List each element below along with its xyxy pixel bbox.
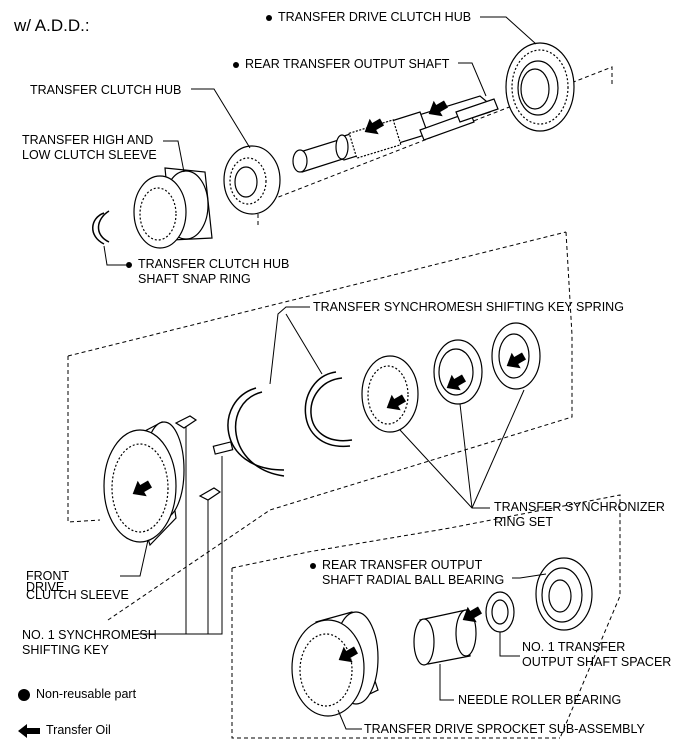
label-clutch-hub-snap-ring: TRANSFER CLUTCH HUB SHAFT SNAP RING bbox=[126, 257, 289, 287]
label-synchronizer-ring-set: TRANSFER SYNCHRONIZER RING SET bbox=[494, 500, 665, 529]
clutch-hub-snap-ring-part bbox=[92, 210, 110, 245]
label-transfer-drive-clutch-hub: TRANSFER DRIVE CLUTCH HUB bbox=[266, 10, 471, 25]
rear-transfer-output-shaft-part bbox=[292, 95, 499, 173]
label-front-drive: FRONT DRIVE bbox=[26, 569, 70, 594]
label-shifting-key-spring: TRANSFER SYNCHROMESH SHIFTING KEY SPRING bbox=[313, 300, 624, 314]
transfer-drive-clutch-hub-part bbox=[505, 42, 575, 132]
output-shaft-spacer-part bbox=[485, 591, 515, 633]
radial-ball-bearing-part bbox=[535, 557, 593, 631]
non-reusable-dot-icon bbox=[233, 61, 239, 68]
non-reusable-dot-icon bbox=[126, 261, 132, 268]
label-radial-ball-bearing: REAR TRANSFER OUTPUT SHAFT RADIAL BALL B… bbox=[310, 558, 504, 588]
shifting-key-spring-parts bbox=[227, 371, 353, 477]
leader-lines bbox=[103, 16, 547, 730]
label-needle-roller-bearing: NEEDLE ROLLER BEARING bbox=[458, 693, 622, 707]
needle-roller-bearing-part bbox=[413, 609, 477, 666]
synchronizer-ring-parts bbox=[361, 322, 541, 433]
label-clutch-sleeve: CLUTCH SLEEVE bbox=[26, 588, 129, 602]
label-output-shaft-spacer: NO. 1 TRANSFER OUTPUT SHAFT SPACER bbox=[522, 640, 672, 669]
label-drive-sprocket: TRANSFER DRIVE SPROCKET SUB-ASSEMBLY bbox=[364, 722, 645, 736]
non-reusable-dot-icon bbox=[310, 562, 316, 569]
label-transfer-clutch-hub: TRANSFER CLUTCH HUB bbox=[30, 83, 182, 97]
label-rear-transfer-output-shaft: REAR TRANSFER OUTPUT SHAFT bbox=[233, 57, 449, 72]
high-low-clutch-sleeve-part bbox=[133, 167, 213, 249]
diagram-header: w/ A.D.D.: bbox=[14, 16, 90, 35]
drive-sprocket-part bbox=[291, 611, 379, 717]
transfer-oil-arrow-icon bbox=[18, 723, 40, 738]
label-high-low-clutch-sleeve: TRANSFER HIGH AND LOW CLUTCH SLEEVE bbox=[22, 133, 157, 162]
legend-transfer-oil: Transfer Oil bbox=[18, 723, 111, 738]
label-shifting-key: NO. 1 SYNCHROMESH SHIFTING KEY bbox=[22, 628, 157, 657]
dashed-guide-lines bbox=[67, 66, 621, 739]
non-reusable-legend-icon bbox=[18, 688, 30, 701]
legend-non-reusable: Non-reusable part bbox=[18, 687, 136, 702]
non-reusable-dot-icon bbox=[266, 14, 272, 21]
shifting-key-parts bbox=[174, 415, 234, 501]
transfer-clutch-hub-part bbox=[223, 145, 281, 215]
